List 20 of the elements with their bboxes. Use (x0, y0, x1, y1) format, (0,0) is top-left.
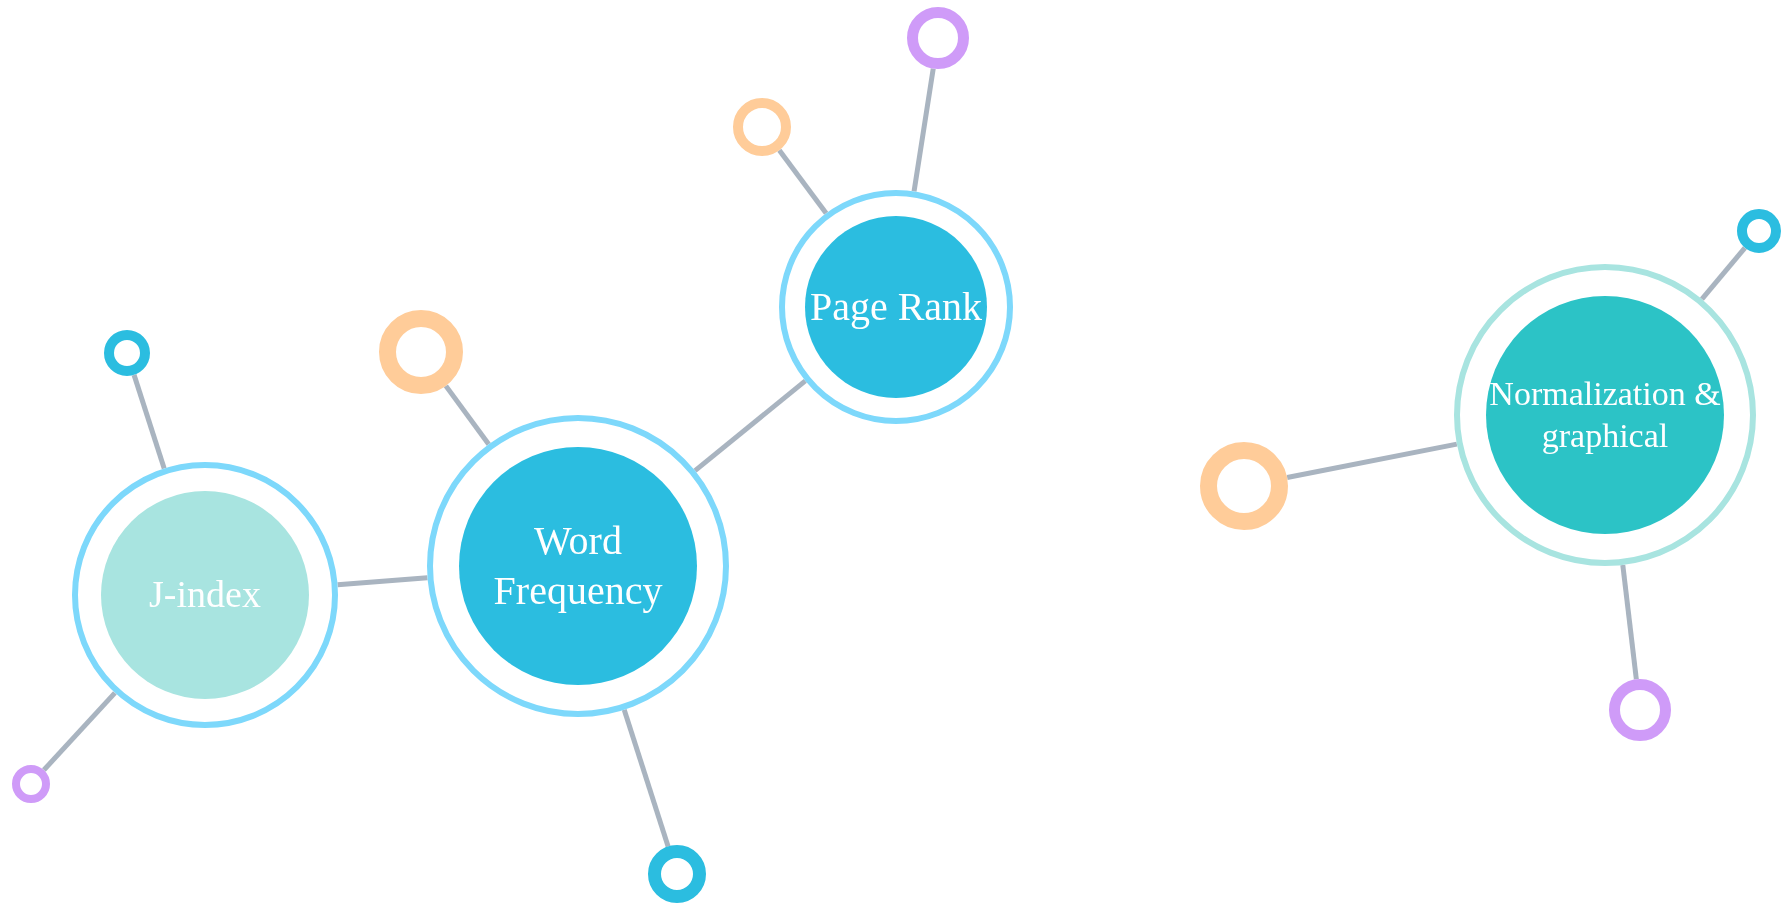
connector-line (1286, 441, 1458, 480)
connector-line (443, 384, 491, 446)
topic-label: Normalization & graphical (1488, 373, 1722, 456)
connector-line (131, 374, 167, 470)
connector-line (42, 691, 117, 772)
connector-line (777, 148, 829, 215)
connector-line (337, 575, 428, 588)
connector-line (1700, 246, 1747, 301)
connector-line (621, 709, 671, 848)
topic-label: J-index (149, 572, 261, 618)
ring-marker (1737, 209, 1781, 253)
topic-label: Word Frequency (492, 517, 664, 615)
ring-marker (733, 98, 791, 156)
ring-marker (648, 845, 706, 903)
connector-line (911, 68, 936, 192)
ring-marker (104, 330, 150, 376)
topic-label: Page Rank (809, 283, 983, 331)
connector-line (693, 378, 807, 473)
ring-marker (12, 765, 50, 803)
connector-line (1620, 564, 1639, 680)
